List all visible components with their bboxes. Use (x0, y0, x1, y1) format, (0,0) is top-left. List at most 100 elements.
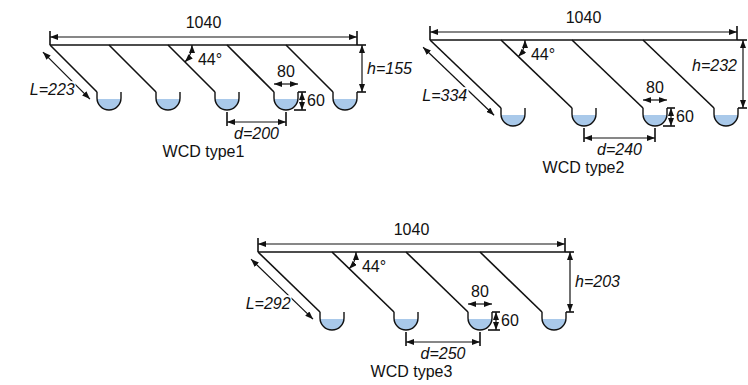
dimension-line (643, 99, 667, 100)
dimension-line (301, 92, 302, 110)
collection-cup (156, 92, 180, 110)
angle-arc (518, 40, 525, 57)
extension-line (663, 125, 675, 127)
extension-line (405, 332, 407, 346)
dimension-line (258, 243, 565, 244)
water-fill (394, 318, 418, 330)
support-bar (50, 44, 357, 46)
extension-line (226, 112, 228, 126)
extension-line (737, 39, 747, 41)
extension-line (479, 332, 481, 346)
dimension-label: h=155 (366, 60, 413, 78)
dimension-label: 80 (276, 63, 296, 81)
water-fill (320, 318, 344, 330)
dimension-line (468, 303, 492, 304)
dimension-label: 60 (306, 92, 326, 110)
extension-line (583, 128, 585, 142)
extension-line (356, 31, 358, 45)
collection-cup (320, 312, 344, 330)
dimension-line (423, 47, 494, 115)
dimension-label: 80 (470, 283, 490, 301)
extension-line (285, 112, 287, 126)
extension-line (654, 128, 656, 142)
dimension-label: 1040 (565, 9, 603, 27)
extension-line (257, 238, 259, 252)
dimension-line (569, 252, 570, 312)
inclined-plate (572, 40, 643, 108)
dimension-label: 44° (361, 258, 387, 276)
dimension-line (227, 121, 286, 122)
dimension-label: L=334 (421, 87, 468, 105)
collection-cup (274, 92, 298, 110)
support-bar (258, 251, 565, 253)
dimension-label: 44° (197, 51, 223, 69)
collection-cup (572, 108, 596, 126)
collection-cup (542, 312, 566, 330)
wcd-panel (251, 238, 574, 346)
wcd-panel (423, 26, 747, 142)
extension-line (429, 26, 431, 40)
water-fill (572, 114, 596, 126)
angle-arc (349, 252, 356, 269)
dimension-line (361, 45, 362, 92)
dimension-label: 80 (645, 79, 665, 97)
dimension-label: L=292 (245, 295, 292, 313)
inclined-plate (501, 40, 572, 108)
dimension-label: 1040 (393, 221, 431, 239)
figure-caption: WCD type2 (542, 159, 626, 177)
water-fill (274, 98, 298, 110)
collection-cup (215, 92, 239, 110)
angle-arc (185, 45, 192, 62)
inclined-plate (406, 252, 468, 312)
inclined-plate (480, 252, 542, 312)
collection-cup (468, 312, 492, 330)
dimension-line (50, 36, 357, 37)
dimension-line (274, 83, 298, 84)
collection-cup (333, 92, 357, 110)
water-fill (468, 318, 492, 330)
extension-line (294, 109, 306, 111)
collection-cup (501, 108, 525, 126)
water-fill (333, 98, 357, 110)
water-fill (156, 98, 180, 110)
dimension-line (584, 137, 655, 138)
dimension-label: 60 (675, 108, 695, 126)
water-fill (215, 98, 239, 110)
collection-cup (714, 108, 738, 126)
dimension-line (670, 108, 671, 126)
extension-line (736, 26, 738, 40)
figure-caption: WCD type3 (370, 363, 454, 381)
collection-cup (97, 92, 121, 110)
figure-caption: WCD type1 (162, 143, 246, 161)
dimension-line (742, 40, 743, 108)
extension-line (488, 329, 500, 331)
wcd-panel (43, 31, 366, 126)
inclined-plate (109, 45, 156, 92)
collection-cup (394, 312, 418, 330)
water-fill (97, 98, 121, 110)
dimension-line (495, 312, 496, 330)
dimension-line (406, 341, 480, 342)
dimension-label: 1040 (185, 14, 223, 32)
dimension-label: d=240 (596, 141, 643, 159)
collection-cup (643, 108, 667, 126)
dimension-label: h=203 (574, 273, 621, 291)
water-fill (643, 114, 667, 126)
water-fill (542, 318, 566, 330)
dimension-label: 44° (530, 46, 556, 64)
inclined-plate (332, 252, 394, 312)
support-bar (430, 39, 737, 41)
inclined-plate (227, 45, 274, 92)
dimension-label: h=232 (691, 57, 738, 75)
water-fill (501, 114, 525, 126)
extension-line (564, 238, 566, 252)
dimension-label: d=250 (420, 345, 467, 363)
dimension-label: 60 (500, 312, 520, 330)
water-fill (714, 114, 738, 126)
extension-line (49, 31, 51, 45)
dimension-label: d=200 (233, 125, 280, 143)
dimension-label: L=223 (29, 81, 76, 99)
dimension-line (430, 31, 737, 32)
